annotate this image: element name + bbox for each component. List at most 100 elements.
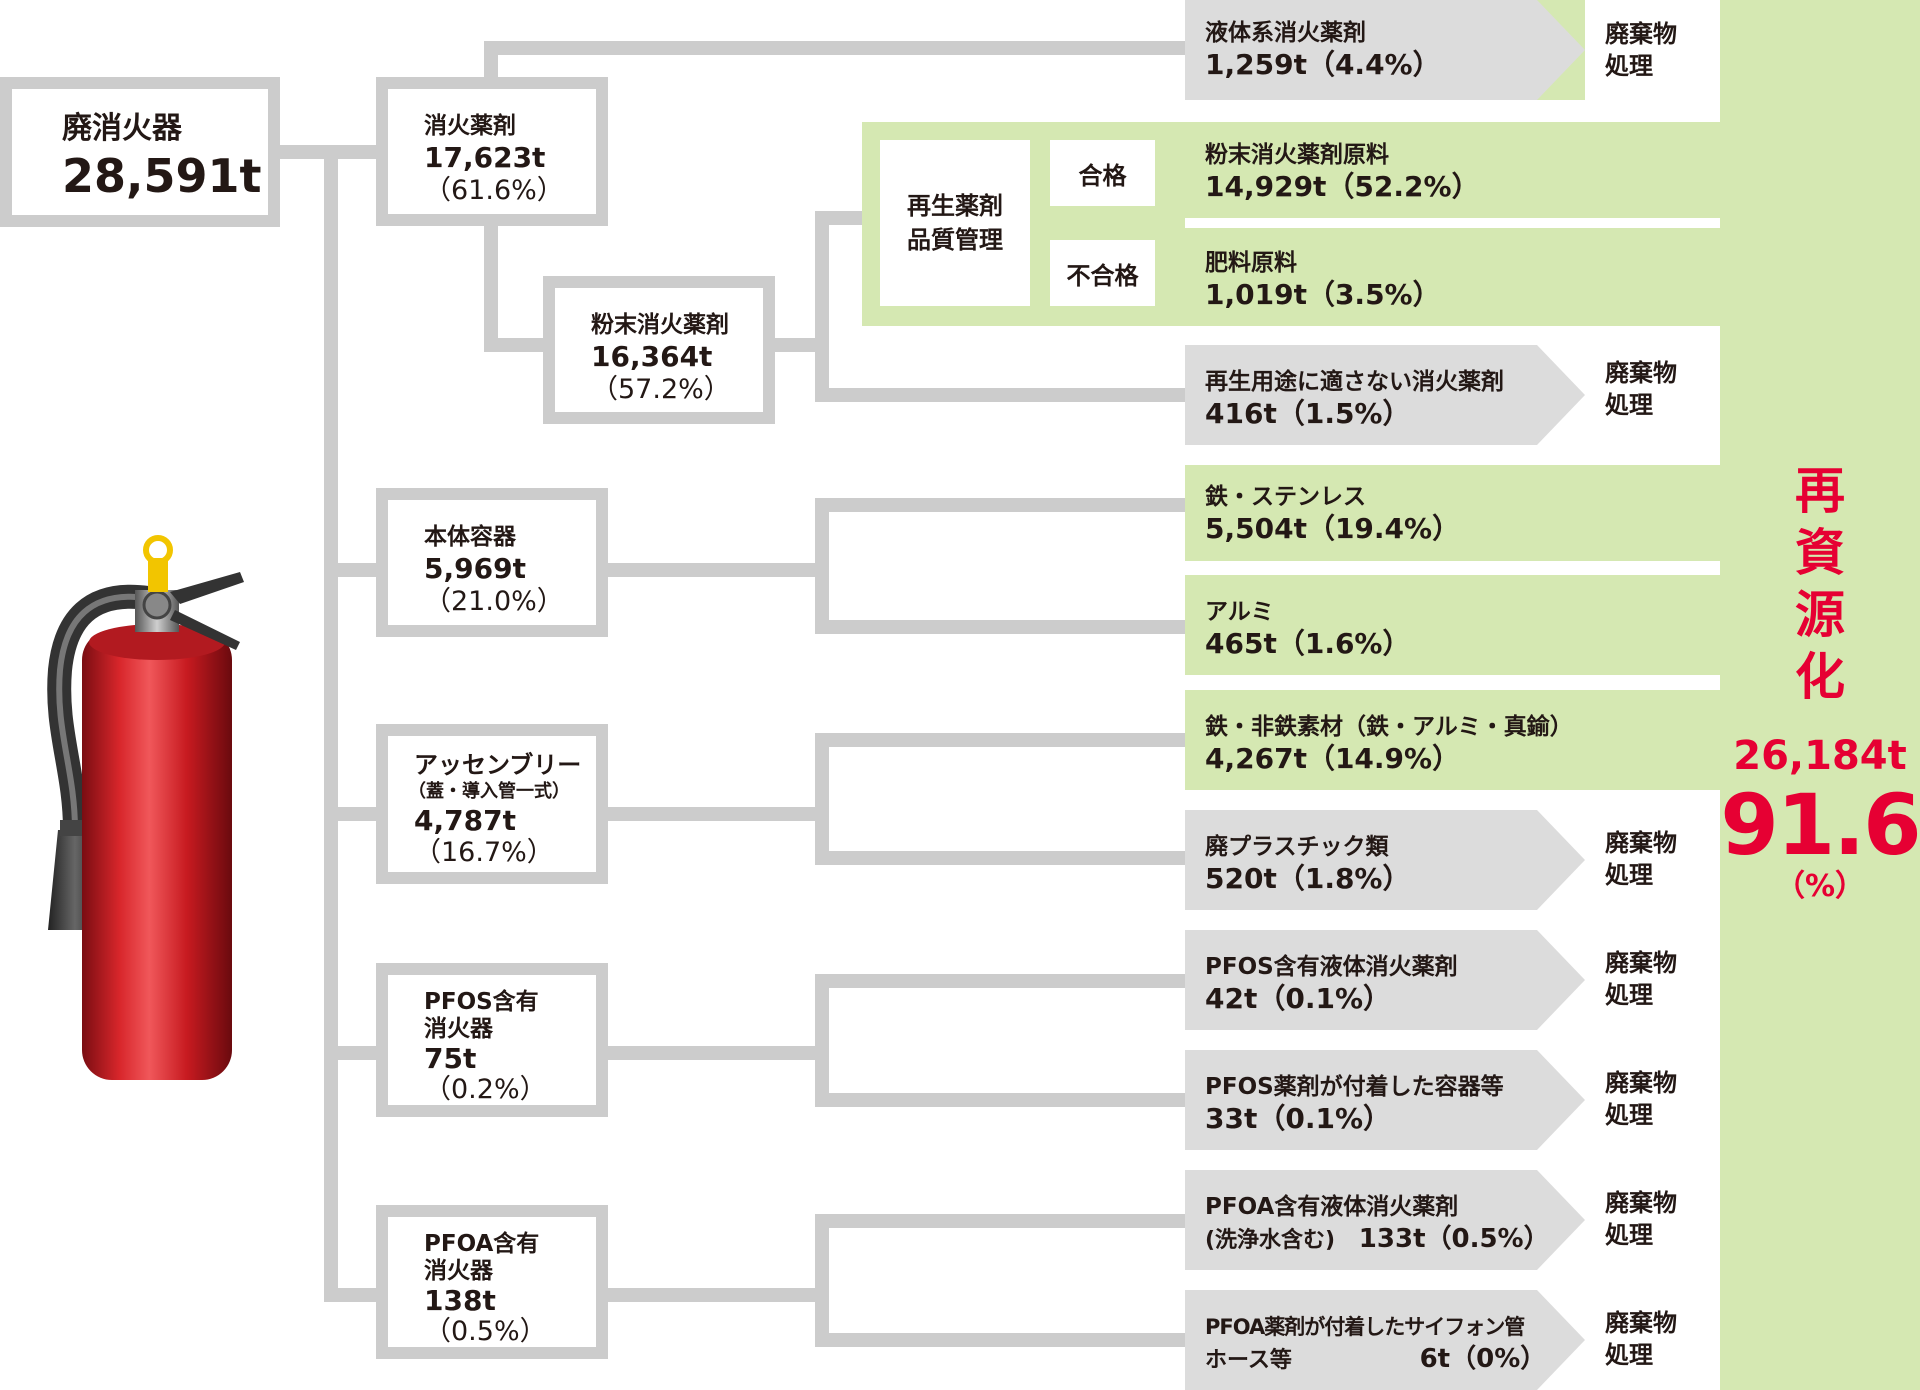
connector-line — [815, 733, 1192, 865]
lever-bottom — [170, 610, 240, 650]
output-steel-block — [1185, 465, 1720, 561]
output-metals-name: 鉄・非鉄素材（鉄・アルミ・真鍮） — [1205, 714, 1573, 740]
node-pfos-label: PFOS含有 — [424, 989, 539, 1015]
disposal-line2: 処理 — [1605, 1341, 1653, 1369]
valve-knob — [142, 590, 172, 620]
node-assembly-label: アッセンブリー — [414, 751, 582, 779]
connector-line — [815, 1214, 1192, 1347]
node-pfos-amount: 75t — [424, 1042, 477, 1075]
recycle-char: 化 — [1795, 648, 1845, 706]
output-pfoa-liquid-line2: (洗浄水含む) 133t（0.5%） — [1205, 1222, 1550, 1258]
quality-label-2: 品質管理 — [907, 226, 1003, 254]
quality-divider — [1185, 218, 1720, 228]
quality-fail-cell: 不合格 — [1050, 240, 1155, 306]
node-powder-label: 粉末消火薬剤 — [591, 312, 729, 338]
hose-highlight — [56, 593, 149, 831]
connector-line — [815, 974, 1192, 1107]
node-body-pct: （21.0%） — [424, 586, 564, 617]
arrow-liquid-shape — [1185, 0, 1585, 100]
node-pfos-label2: 消火器 — [424, 1016, 493, 1042]
output-pfoa-siphon-value: 6t（0%） — [1419, 1344, 1547, 1374]
output-fertilizer-value: 1,019t（3.5%） — [1205, 278, 1441, 311]
source-amount: 28,591t — [62, 149, 262, 203]
node-body: 本体容器 5,969t （21.0%） — [376, 488, 608, 637]
disposal-label: 廃棄物 処理 — [1605, 947, 1677, 1011]
output-powder-raw: 粉末消火薬剤原料 14,929t（52.2%） — [1205, 140, 1480, 204]
disposal-label: 廃棄物 処理 — [1605, 18, 1677, 82]
node-powder-pct: （57.2%） — [591, 374, 731, 405]
safety-pin — [148, 558, 168, 592]
output-metals-block — [1185, 690, 1720, 790]
node-powder-amount: 16,364t — [591, 340, 713, 373]
node-assembly-sub: （蓋・導入管一式） — [408, 781, 570, 802]
disposal-line1: 廃棄物 — [1605, 1189, 1677, 1217]
output-steel-name: 鉄・ステンレス — [1205, 484, 1366, 510]
output-pfoa-siphon-name: PFOA薬剤が付着したサイフォン管 — [1205, 1315, 1525, 1339]
output-steel-value: 5,504t（19.4%） — [1205, 512, 1461, 545]
disposal-line1: 廃棄物 — [1605, 829, 1677, 857]
arrow-pfoa-siphon — [1185, 1290, 1585, 1390]
node-agent-pct: （61.6%） — [424, 175, 564, 206]
output-pfos-liquid-name: PFOS含有液体消火薬剤 — [1205, 954, 1458, 980]
output-pfoa-siphon: PFOA薬剤が付着したサイフォン管 ホース等 6t（0%） — [1205, 1312, 1546, 1378]
disposal-line1: 廃棄物 — [1605, 359, 1677, 387]
connector-line — [815, 498, 1192, 634]
node-powder: 粉末消火薬剤 16,364t （57.2%） — [543, 276, 775, 424]
node-pfoa-pct: （0.5%） — [424, 1316, 547, 1347]
arrow-plastic — [1185, 810, 1585, 910]
recycle-total: 再 資 源 化 26,184t 91.6 （%） — [1720, 460, 1920, 904]
fire-extinguisher-icon — [47, 535, 244, 1080]
arrow-pfos-liquid — [1185, 930, 1585, 1030]
output-steel: 鉄・ステンレス 5,504t（19.4%） — [1205, 482, 1460, 546]
node-assembly-pct: （16.7%） — [414, 837, 554, 868]
quality-control-box: 再生薬剤 品質管理 — [880, 140, 1030, 306]
output-alumi-value: 465t（1.6%） — [1205, 627, 1411, 660]
output-pfos-liquid-value: 42t（0.1%） — [1205, 982, 1392, 1015]
output-alumi: アルミ 465t（1.6%） — [1205, 597, 1411, 661]
output-powder-raw-name: 粉末消火薬剤原料 — [1205, 142, 1389, 168]
output-fertilizer: 肥料原料 1,019t（3.5%） — [1205, 248, 1441, 312]
recycle-unit: （%） — [1774, 869, 1866, 904]
connector-line — [484, 211, 560, 352]
output-pfos-liquid: PFOS含有液体消火薬剤 42t（0.1%） — [1205, 952, 1458, 1016]
output-metals-value: 4,267t（14.9%） — [1205, 742, 1461, 775]
node-body-label: 本体容器 — [424, 524, 516, 550]
disposal-line1: 廃棄物 — [1605, 1309, 1677, 1337]
output-pfoa-liquid-value: 133t（0.5%） — [1358, 1224, 1550, 1254]
output-pfoa-liquid-name: PFOA含有液体消火薬剤 — [1205, 1194, 1459, 1220]
output-plastic: 廃プラスチック類 520t（1.8%） — [1205, 832, 1411, 896]
arrow-pfoa-liquid — [1185, 1170, 1585, 1270]
output-pfos-container-name: PFOS薬剤が付着した容器等 — [1205, 1074, 1504, 1100]
recycle-rate: 91.6 — [1720, 776, 1920, 874]
body-top — [89, 624, 225, 660]
connector-line — [815, 211, 1192, 402]
output-plastic-value: 520t（1.8%） — [1205, 862, 1411, 895]
output-unsuitable: 再生用途に適さない消火薬剤 416t（1.5%） — [1205, 367, 1504, 431]
output-pfos-container: PFOS薬剤が付着した容器等 33t（0.1%） — [1205, 1072, 1504, 1136]
disposal-line2: 処理 — [1605, 391, 1653, 419]
output-pfos-container-value: 33t（0.1%） — [1205, 1102, 1392, 1135]
output-plastic-name: 廃プラスチック類 — [1205, 834, 1389, 860]
node-agent-label: 消火薬剤 — [424, 113, 516, 139]
node-pfos: PFOS含有 消火器 75t （0.2%） — [376, 963, 608, 1117]
output-pfoa-siphon-line2: ホース等 6t（0%） — [1205, 1342, 1546, 1378]
output-fertilizer-name: 肥料原料 — [1205, 250, 1297, 276]
source-box: 廃消火器 28,591t — [0, 77, 280, 227]
node-assembly: アッセンブリー （蓋・導入管一式） 4,787t （16.7%） — [376, 724, 608, 884]
quality-label-1: 再生薬剤 — [907, 192, 1003, 220]
quality-pass-cell: 合格 — [1050, 140, 1155, 206]
disposal-line2: 処理 — [1605, 1101, 1653, 1129]
output-alumi-name: アルミ — [1205, 599, 1274, 625]
node-pfoa-amount: 138t — [424, 1284, 496, 1317]
recycle-label: 再 資 源 化 — [1720, 460, 1920, 708]
output-metals: 鉄・非鉄素材（鉄・アルミ・真鍮） 4,267t（14.9%） — [1205, 712, 1573, 776]
output-unsuitable-name: 再生用途に適さない消火薬剤 — [1205, 369, 1504, 395]
output-powder-raw-value: 14,929t（52.2%） — [1205, 170, 1480, 203]
arrow-pfos-container — [1185, 1050, 1585, 1150]
disposal-label: 廃棄物 処理 — [1605, 357, 1677, 421]
output-liquid-name: 液体系消火薬剤 — [1205, 20, 1366, 46]
disposal-line1: 廃棄物 — [1605, 949, 1677, 977]
quality-pass-label: 合格 — [1078, 161, 1127, 190]
output-liquid: 液体系消火薬剤 1,259t（4.4%） — [1205, 18, 1441, 82]
recycle-amount: 26,184t — [1733, 733, 1907, 779]
